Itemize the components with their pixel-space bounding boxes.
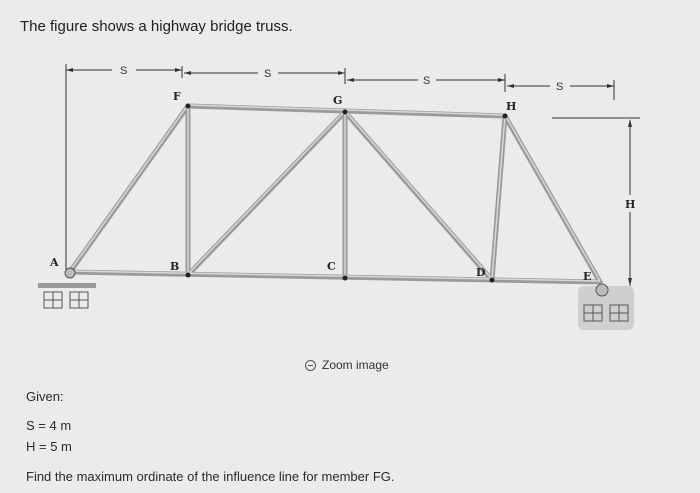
given-s-value: S = 4 m (26, 418, 72, 433)
zoom-icon (305, 359, 316, 371)
span-dimensions (65, 64, 615, 270)
joint-label-d: D (476, 266, 486, 279)
zoom-image-button[interactable]: Zoom image (305, 358, 389, 372)
joint-label-c: C (327, 260, 336, 273)
truss-members (67, 103, 603, 285)
joint-label-a: A (49, 256, 59, 269)
joint-label-f: F (173, 90, 181, 103)
joint-label-b: B (170, 260, 179, 273)
left-support (38, 267, 96, 309)
right-support (578, 283, 634, 330)
span-label-2: S (264, 68, 271, 80)
problem-heading: The figure shows a highway bridge truss. (20, 18, 293, 35)
question-text: Find the maximum ordinate of the influen… (26, 469, 395, 484)
given-h-value: H = 5 m (26, 439, 72, 454)
height-label: H (625, 198, 635, 211)
span-label-3: S (423, 75, 430, 87)
joint-label-h: H (506, 100, 516, 113)
joint-label-e: E (583, 270, 591, 283)
height-dimension (552, 117, 640, 286)
zoom-label: Zoom image (322, 358, 389, 372)
joint-label-g: G (333, 94, 342, 107)
given-title: Given: (26, 389, 64, 404)
span-label-4: S (556, 81, 563, 93)
span-label-1: S (120, 65, 127, 77)
